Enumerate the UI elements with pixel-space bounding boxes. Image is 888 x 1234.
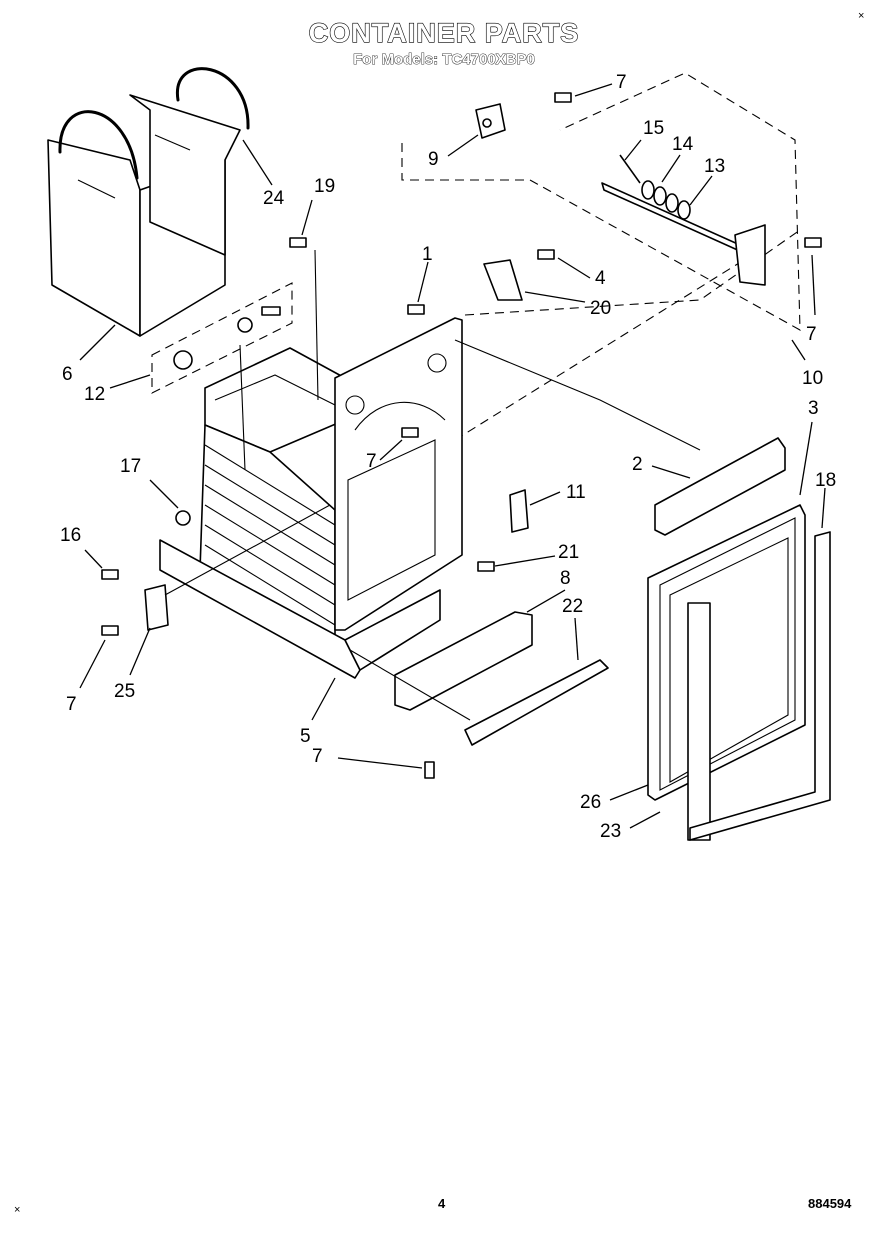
- callout-24: 24: [263, 188, 285, 209]
- callout-15: 15: [643, 118, 664, 139]
- callout-10: 10: [802, 368, 823, 389]
- callout-7-bottom: 7: [312, 746, 323, 767]
- door-panel-parts: [647, 504, 831, 841]
- clip-part-11: [509, 489, 529, 533]
- callout-20: 20: [590, 298, 611, 319]
- callout-21: 21: [558, 542, 579, 563]
- callout-17: 17: [120, 456, 141, 477]
- handle-assembly-dashed-outline: [401, 72, 801, 441]
- screw-part-7-left: [101, 625, 119, 636]
- callout-11: 11: [566, 482, 586, 503]
- callout-1: 1: [422, 244, 433, 265]
- corner-mark-top-right: ×: [858, 10, 865, 22]
- cabinet-housing-part: [159, 317, 463, 679]
- callout-19: 19: [314, 176, 335, 197]
- callout-4: 4: [595, 268, 606, 289]
- bucket-rear-panel: [129, 67, 250, 256]
- callout-3: 3: [808, 398, 819, 419]
- callout-25: 25: [114, 681, 135, 702]
- screw-part-1: [407, 304, 425, 315]
- callout-8: 8: [560, 568, 571, 589]
- bracket-part-9: [475, 103, 506, 139]
- callout-7-right: 7: [806, 324, 817, 345]
- screw-part-4: [537, 249, 555, 260]
- callout-22: 22: [562, 596, 583, 617]
- screw-part-7-bottom: [424, 761, 435, 779]
- callout-7-top: 7: [616, 72, 627, 93]
- toe-plate-part-8: [394, 611, 533, 711]
- hinge-bracket-part-20: [483, 259, 523, 301]
- document-number: 884594: [808, 1196, 852, 1211]
- leader-lines: [79, 83, 826, 829]
- bucket-hardware-dashed-outline: [151, 282, 293, 394]
- callout-18: 18: [815, 470, 836, 491]
- callout-26: 26: [580, 792, 601, 813]
- corner-mark-bottom-left: ×: [14, 1204, 21, 1216]
- callout-14: 14: [672, 134, 694, 155]
- callout-7-left: 7: [66, 694, 77, 715]
- callout-9: 9: [428, 149, 439, 170]
- kick-handle-part-22: [464, 659, 609, 746]
- screw-part-16: [101, 569, 119, 580]
- callout-12: 12: [84, 384, 105, 405]
- page-title: CONTAINER PARTS: [308, 17, 580, 48]
- page-number: 4: [438, 1196, 446, 1211]
- handle-rod-assembly-13-14-15: [601, 154, 766, 286]
- screw-part-7-top: [554, 92, 572, 103]
- model-subtitle: For Models: TC4700XBP0: [353, 51, 536, 69]
- grommet-part-17: [175, 510, 191, 526]
- callout-13: 13: [704, 156, 725, 177]
- callout-2: 2: [632, 454, 643, 475]
- top-trim-part-2: [654, 437, 786, 536]
- screw-part-7-center: [401, 427, 419, 438]
- bumper-hardware-part: [173, 306, 281, 370]
- callout-7-center: 7: [366, 451, 377, 472]
- callout-23: 23: [600, 821, 621, 842]
- screw-part-21: [477, 561, 495, 572]
- bracket-part-25: [144, 584, 169, 631]
- screw-part-19: [289, 237, 307, 248]
- callout-labels: 7 9 15 14 13 7 10 4 20 1 19 24 6 12 7 11…: [60, 72, 836, 842]
- callout-6: 6: [62, 364, 73, 385]
- callout-5: 5: [300, 726, 311, 747]
- callout-16: 16: [60, 525, 81, 546]
- screw-part-7-right: [804, 237, 822, 248]
